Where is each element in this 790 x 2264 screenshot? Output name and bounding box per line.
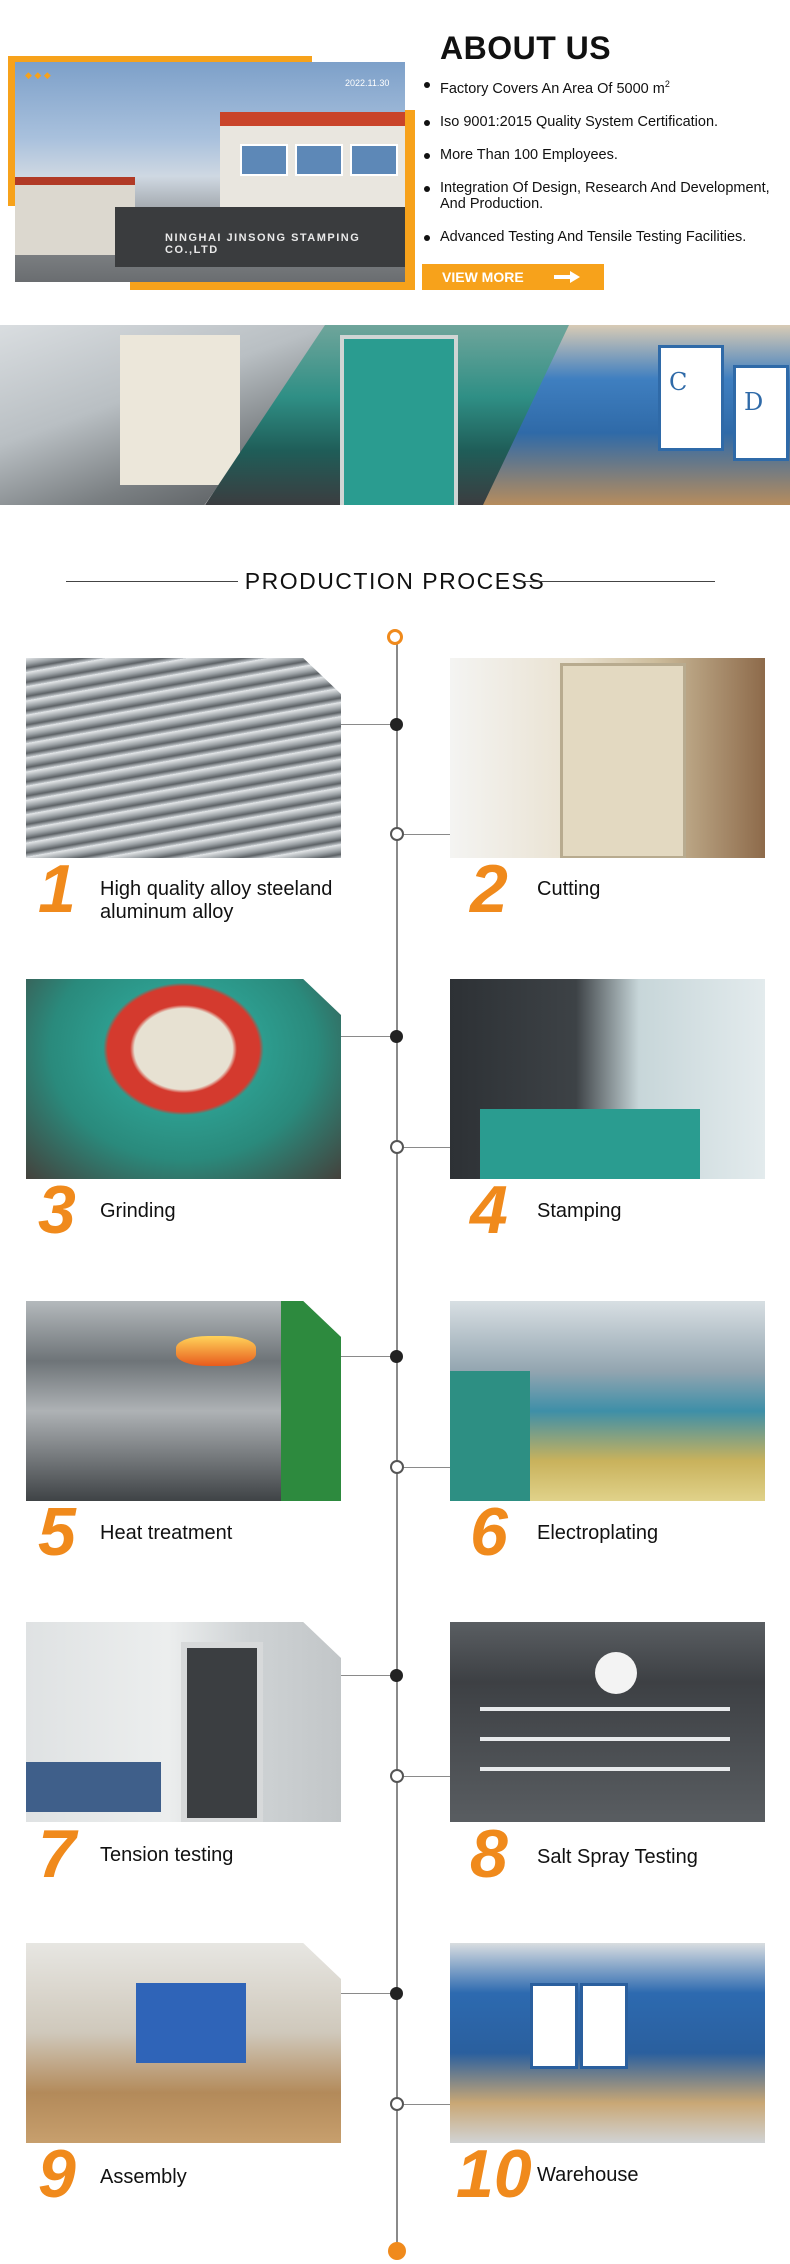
timeline-line	[396, 638, 398, 2250]
timeline-dot	[390, 2097, 404, 2111]
step-number: 8	[470, 1816, 508, 1892]
step-label: Tension testing	[100, 1844, 234, 1866]
timeline-dot	[390, 1350, 403, 1363]
step-label: Heat treatment	[100, 1522, 233, 1544]
arrow-right-icon	[554, 271, 580, 283]
timeline-dot	[390, 1460, 404, 1474]
timeline-dot	[390, 1987, 403, 2000]
timeline-dot	[390, 1140, 404, 1154]
about-title: ABOUT US	[440, 30, 612, 66]
step-number: 1	[38, 851, 76, 927]
process-header: PRODUCTION PROCESS	[0, 560, 790, 600]
factory-gate	[115, 207, 405, 267]
step-1-photo	[26, 658, 341, 858]
about-item: Integration Of Design, Research And Deve…	[422, 180, 784, 212]
step-number: 7	[38, 1816, 76, 1892]
step-6-photo	[450, 1301, 765, 1501]
step-2-photo	[450, 658, 765, 858]
step-9-photo	[26, 1943, 341, 2143]
step-5-photo	[26, 1301, 341, 1501]
view-more-label: VIEW MORE	[442, 269, 524, 285]
step-label: High quality alloy steeland aluminum all…	[100, 878, 333, 923]
about-item: Advanced Testing And Tensile Testing Fac…	[422, 229, 784, 245]
step-number: 5	[38, 1494, 76, 1570]
photo-timestamp: 2022.11.30	[345, 78, 390, 88]
process-title: PRODUCTION PROCESS	[244, 568, 546, 594]
step-label: Electroplating	[537, 1522, 659, 1544]
gate-sign: NINGHAI JINSONG STAMPING CO.,LTD	[165, 232, 361, 256]
step-10-photo	[450, 1943, 765, 2143]
step-number: 3	[38, 1172, 76, 1248]
office-building	[220, 112, 405, 221]
step-number: 6	[470, 1494, 508, 1570]
about-section: ◆ ◆ ◆ 2022.11.30 NINGHAI JINSONG STAMPIN…	[0, 0, 790, 310]
step-3-photo	[26, 979, 341, 1179]
timeline-dot	[390, 1669, 403, 1682]
header-rule	[517, 581, 715, 582]
step-8-photo	[450, 1622, 765, 1822]
rack-label: D	[744, 388, 764, 416]
view-more-button[interactable]: VIEW MORE	[422, 264, 604, 290]
step-number: 10	[456, 2136, 532, 2212]
about-item: Factory Covers An Area Of 5000 m2	[422, 76, 784, 97]
about-item: More Than 100 Employees.	[422, 147, 784, 163]
factory-banner: C D	[0, 325, 790, 505]
rack-label: C	[669, 368, 688, 396]
step-number: 9	[38, 2136, 76, 2212]
about-item: Iso 9001:2015 Quality System Certificati…	[422, 114, 784, 130]
step-label: Assembly	[100, 2166, 187, 2188]
step-number: 4	[470, 1172, 508, 1248]
step-label: Salt Spray Testing	[537, 1846, 698, 1868]
step-4-photo	[450, 979, 765, 1179]
factory-photo: ◆ ◆ ◆ 2022.11.30 NINGHAI JINSONG STAMPIN…	[15, 62, 405, 282]
timeline-end-marker	[388, 2242, 406, 2260]
photo-logo: ◆ ◆ ◆	[25, 70, 51, 80]
step-7-photo	[26, 1622, 341, 1822]
timeline-dot	[390, 1769, 404, 1783]
header-rule	[66, 581, 238, 582]
timeline-start-marker	[387, 629, 403, 645]
step-label: Cutting	[537, 878, 601, 900]
step-label: Warehouse	[537, 2164, 639, 2186]
timeline-dot	[390, 718, 403, 731]
step-label: Stamping	[537, 1200, 622, 1222]
step-label: Grinding	[100, 1200, 176, 1222]
timeline-dot	[390, 827, 404, 841]
step-number: 2	[470, 851, 508, 927]
about-list: Factory Covers An Area Of 5000 m2 Iso 90…	[422, 76, 784, 262]
timeline-dot	[390, 1030, 403, 1043]
banner-photo-racks: C D	[483, 325, 790, 505]
